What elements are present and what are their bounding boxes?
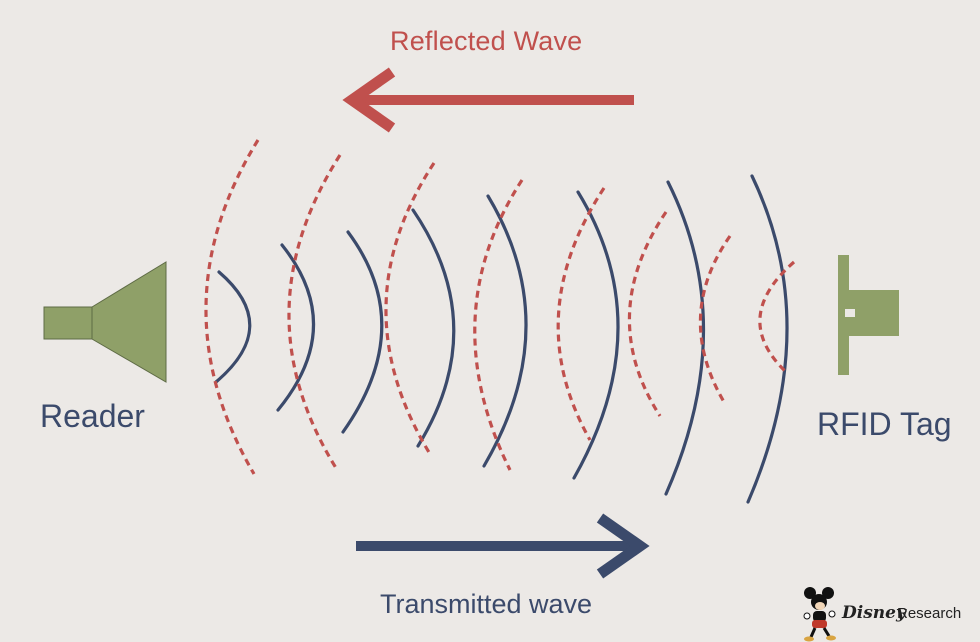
reflected-wavefront — [556, 187, 606, 441]
reflected-wavefronts — [204, 139, 796, 475]
logo-brand: Disney — [842, 603, 906, 623]
reader-label: Reader — [40, 398, 145, 434]
rfid-tag — [838, 255, 899, 375]
reflected-wavefront — [698, 235, 732, 403]
reflected-wave-label: Reflected Wave — [390, 26, 583, 56]
rfid-tag-label: RFID Tag — [817, 406, 952, 442]
transmitted-wavefront — [276, 243, 316, 412]
reader-antenna — [43, 261, 167, 383]
transmitted-wavefront — [411, 208, 456, 448]
reflected-wavefront — [287, 154, 342, 469]
transmitted-wavefront — [214, 270, 252, 384]
transmitted-wave-label: Transmitted wave — [380, 589, 593, 619]
logo-suffix: Research — [897, 605, 962, 622]
mickey-mouse-icon — [803, 587, 836, 642]
transmitted-wavefronts — [214, 174, 789, 504]
transmitted-arrow — [356, 513, 650, 579]
reflected-arrow — [342, 67, 634, 133]
transmitted-wavefront — [572, 190, 620, 480]
transmitted-wavefront — [341, 230, 384, 434]
reflected-wavefront — [204, 139, 260, 475]
transmitted-wavefront — [664, 180, 706, 496]
disney-research-logo: Disney Research — [800, 585, 980, 642]
transmitted-wavefront — [746, 174, 789, 504]
reflected-wavefront — [758, 260, 796, 374]
reflected-wavefront — [384, 162, 436, 455]
transmitted-wavefront — [482, 194, 528, 468]
reflected-wavefront — [473, 179, 524, 471]
reflected-wavefront — [627, 211, 668, 417]
